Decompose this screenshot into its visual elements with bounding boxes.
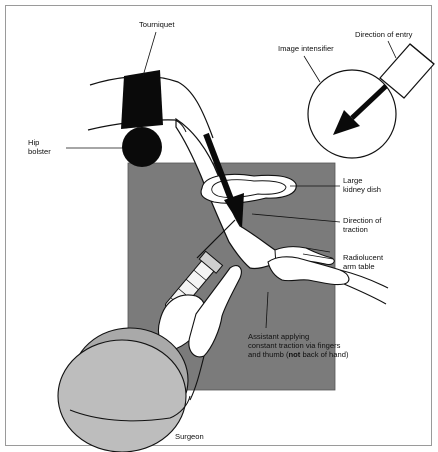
label-hip-bolster-1: Hip xyxy=(28,138,39,147)
label-arm-table-1: Radiolucent xyxy=(343,253,383,262)
label-image-intensifier: Image intensifier xyxy=(278,44,334,53)
label-assistant-3-bold: not xyxy=(289,350,301,359)
tourniquet xyxy=(121,70,163,129)
label-traction-1: Direction of xyxy=(343,216,381,225)
label-tourniquet: Tourniquet xyxy=(139,20,174,29)
label-kidney-dish-2: kidney dish xyxy=(343,185,381,194)
hip-bolster xyxy=(122,127,162,167)
label-direction-of-entry: Direction of entry xyxy=(355,30,412,39)
image-intensifier xyxy=(308,70,396,158)
label-hip-bolster-2: bolster xyxy=(28,147,51,156)
label-kidney-dish-1: Large xyxy=(343,176,362,185)
surgeon-head-front xyxy=(58,340,186,452)
leader-image-intensifier xyxy=(304,56,320,82)
label-arm-table-2: arm table xyxy=(343,262,375,271)
label-assistant-3-post: back of hand) xyxy=(300,350,348,359)
label-assistant-1: Assistant applying xyxy=(248,332,309,341)
leader-direction-of-entry xyxy=(388,41,396,58)
label-surgeon: Surgeon xyxy=(175,432,204,441)
label-assistant-3: and thumb (not back of hand) xyxy=(248,350,348,359)
label-assistant-2: constant traction via fingers xyxy=(248,341,340,350)
label-assistant-3-pre: and thumb ( xyxy=(248,350,289,359)
leader-tourniquet xyxy=(143,32,156,76)
label-traction-2: traction xyxy=(343,225,368,234)
